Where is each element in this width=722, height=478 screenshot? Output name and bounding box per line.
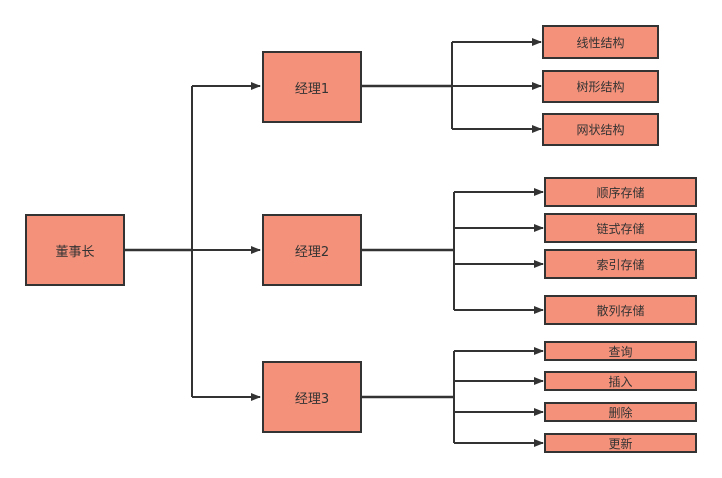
leaf-label: 网状结构: [576, 123, 625, 137]
manager-label: 经理2: [294, 244, 330, 260]
leaf-node[interactable]: 网状结构: [542, 113, 659, 146]
leaf-label: 线性结构: [576, 35, 625, 50]
manager-node-1[interactable]: 经理1: [262, 51, 362, 123]
leaf-node[interactable]: 链式存储: [544, 213, 697, 243]
leaf-node[interactable]: 顺序存储: [544, 177, 697, 207]
leaf-node[interactable]: 更新: [544, 433, 697, 453]
leaf-label: 索引存储: [596, 257, 645, 272]
manager-node-2[interactable]: 经理2: [262, 214, 362, 286]
leaf-label: 树形结构: [576, 80, 625, 94]
root-node[interactable]: 董事长: [25, 214, 125, 286]
leaf-node[interactable]: 索引存储: [544, 249, 697, 279]
leaf-label: 查询: [608, 344, 633, 359]
leaf-label: 顺序存储: [596, 185, 645, 200]
leaf-node[interactable]: 树形结构: [542, 70, 659, 103]
leaf-node[interactable]: 插入: [544, 371, 697, 391]
leaf-node[interactable]: 删除: [544, 402, 697, 422]
manager-label: 经理1: [294, 81, 330, 97]
leaf-node[interactable]: 查询: [544, 341, 697, 361]
leaf-node[interactable]: 线性结构: [542, 25, 659, 59]
leaf-label: 更新: [608, 436, 633, 451]
manager-node-3[interactable]: 经理3: [262, 361, 362, 433]
leaf-label: 插入: [608, 374, 633, 389]
leaf-label: 删除: [608, 405, 633, 420]
manager-label: 经理3: [294, 391, 330, 407]
leaf-label: 链式存储: [596, 221, 645, 236]
leaf-node[interactable]: 散列存储: [544, 295, 697, 325]
root-label: 董事长: [55, 244, 95, 260]
leaf-label: 散列存储: [596, 303, 645, 318]
